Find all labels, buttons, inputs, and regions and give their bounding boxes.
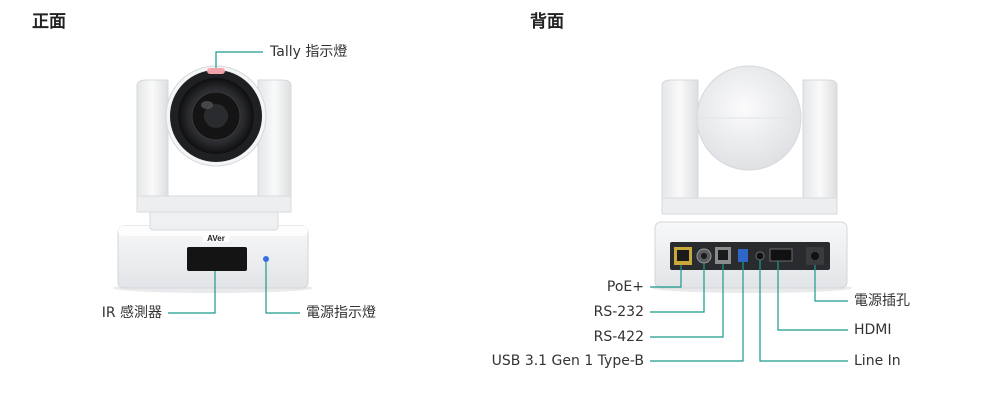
- label-rs422: RS-422: [593, 329, 644, 345]
- power-led: [263, 256, 269, 262]
- label-ir-sensor: IR 感測器: [101, 305, 162, 321]
- front-leader-lines: [168, 51, 300, 314]
- hdmi-port: [769, 248, 793, 262]
- line-in-port: [755, 251, 765, 261]
- usb-port: [738, 249, 748, 262]
- label-power-jack: 電源插孔: [854, 293, 910, 309]
- brand-logo: AVer: [207, 234, 225, 243]
- tally-light: [207, 68, 225, 74]
- ir-sensor-window: [187, 247, 247, 271]
- back-camera: [652, 65, 852, 293]
- label-usb: USB 3.1 Gen 1 Type-B: [491, 353, 644, 369]
- label-line-in: Line In: [854, 353, 901, 369]
- label-poe: PoE+: [606, 279, 644, 295]
- back-leader-lines: [650, 260, 848, 362]
- back-view-title: 背面: [530, 12, 564, 32]
- front-view-title: 正面: [32, 12, 66, 32]
- label-tally-light: Tally 指示燈: [270, 44, 348, 60]
- front-camera: AVer: [113, 65, 313, 293]
- label-rs232: RS-232: [593, 304, 644, 320]
- label-power-led: 電源指示燈: [306, 305, 376, 321]
- label-hdmi: HDMI: [854, 322, 892, 338]
